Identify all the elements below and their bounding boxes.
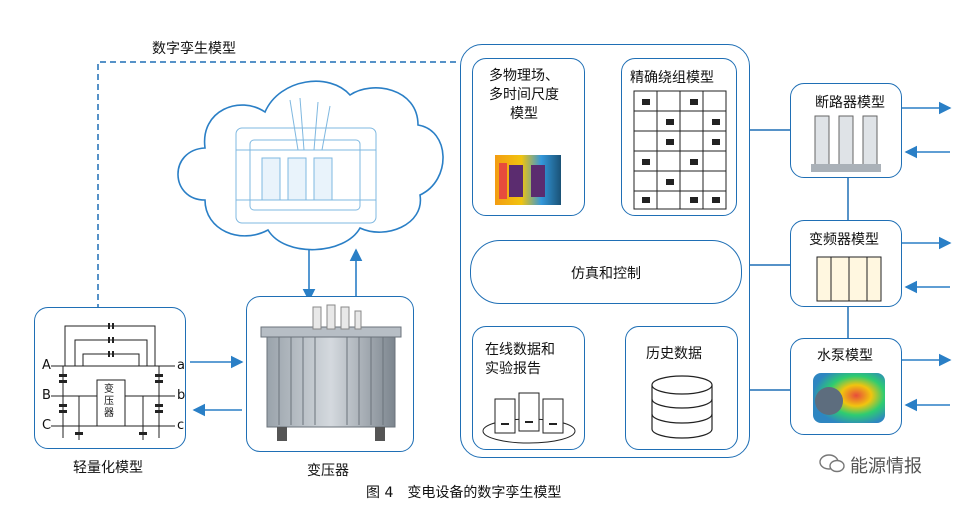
online-data-label: 在线数据和 实验报告 — [485, 342, 555, 377]
multiphysics-label: 多物理场、 多时间尺度 模型 — [489, 68, 559, 122]
simulation-control-box: 仿真和控制 — [470, 240, 742, 304]
servers-icon — [482, 392, 576, 444]
lightweight-model-label: 轻量化模型 — [73, 460, 143, 476]
watermark-text: 能源情报 — [850, 456, 922, 477]
history-data-box: 历史数据 — [625, 326, 738, 450]
breaker-image — [811, 115, 881, 172]
winding-model-label: 精确绕组模型 — [630, 70, 714, 86]
pump-model-label: 水泵模型 — [817, 348, 873, 364]
out-a-label: a — [177, 358, 185, 373]
online-data-box: 在线数据和 实验报告 — [472, 326, 585, 450]
inverter-schematic — [816, 256, 882, 302]
transformer-box — [246, 296, 414, 452]
figure-caption: 图 4 变电设备的数字孪生模型 — [366, 485, 562, 501]
circuit-diagram — [51, 323, 175, 440]
out-b-label: b — [177, 388, 186, 403]
wireframe-transformer-graphic — [235, 97, 377, 224]
database-icon — [651, 375, 713, 439]
lightweight-model-box: A B C a b c 变 压 器 — [34, 307, 186, 449]
twin-model-label: 数字孪生模型 — [152, 41, 236, 57]
field-simulation-image — [495, 155, 561, 205]
cloud-shape — [177, 80, 444, 251]
pump-simulation-image — [813, 373, 885, 423]
phase-a-label: A — [42, 358, 51, 373]
inverter-model-box: 变频器模型 — [790, 220, 902, 307]
multiphysics-box: 多物理场、 多时间尺度 模型 — [472, 58, 585, 216]
twin-dashed-link — [97, 61, 460, 310]
breaker-model-box: 断路器模型 — [790, 83, 902, 178]
transformer-image — [260, 304, 402, 441]
breaker-model-label: 断路器模型 — [815, 95, 885, 111]
phase-c-label: C — [42, 418, 52, 433]
phase-b-label: B — [42, 388, 51, 403]
core-transformer-label: 变 压 器 — [104, 384, 114, 419]
out-c-label: c — [177, 418, 185, 433]
simulation-control-label: 仿真和控制 — [571, 266, 641, 282]
inverter-model-label: 变频器模型 — [809, 232, 879, 248]
transformer-label: 变压器 — [307, 463, 349, 479]
winding-model-box: 精确绕组模型 — [621, 58, 737, 216]
history-data-label: 历史数据 — [646, 346, 702, 362]
wechat-icon — [818, 452, 846, 474]
winding-schematic — [633, 90, 727, 210]
pump-model-box: 水泵模型 — [790, 338, 902, 435]
